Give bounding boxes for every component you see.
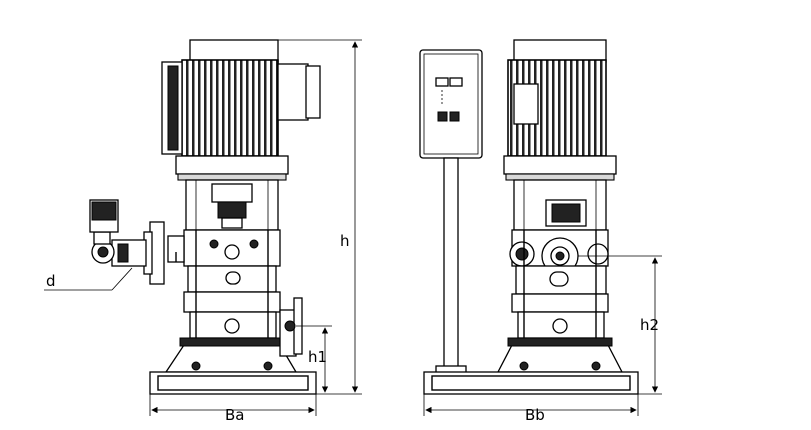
- label-h1: h1: [308, 348, 327, 366]
- label-Bb: Bb: [525, 406, 545, 424]
- label-h: h: [340, 232, 350, 250]
- pump-side-view: [89, 39, 321, 395]
- control-panel: [419, 49, 483, 375]
- label-h2: h2: [640, 316, 659, 334]
- label-d: d: [46, 272, 56, 290]
- label-Ba: Ba: [225, 406, 244, 424]
- pump-front-view: [423, 39, 639, 395]
- dimension-lines: [44, 39, 662, 416]
